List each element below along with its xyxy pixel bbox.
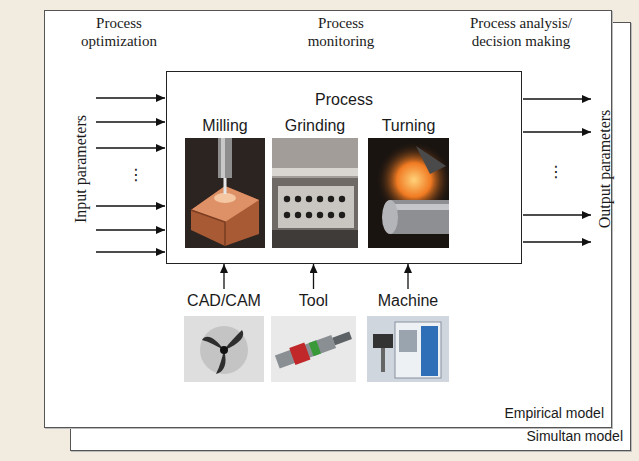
- drawing-part: [272, 138, 358, 248]
- ellipsis: ⋮: [548, 162, 564, 182]
- drawing-part: [390, 200, 449, 234]
- drawing-part: [295, 212, 301, 218]
- drawing-part: [523, 241, 591, 242]
- process-photo: Turning: [368, 114, 449, 248]
- drawing-part: [200, 326, 248, 374]
- source-name: Tool: [299, 291, 328, 310]
- axis-label: Output parameters: [595, 69, 615, 269]
- drawing-part: [96, 229, 165, 230]
- drawing-part: [284, 212, 290, 218]
- drawing-part: [523, 214, 591, 215]
- ellipsis: ⋮: [128, 165, 144, 185]
- connector-arrow: [313, 264, 314, 289]
- drawing-part: [317, 212, 323, 218]
- cad-model-image: [184, 316, 264, 382]
- drawing-part: [289, 343, 310, 365]
- drawing-part: [96, 121, 165, 122]
- drawing-part: [275, 335, 336, 369]
- process-photo: Grinding: [272, 114, 358, 248]
- drawing-part: [399, 330, 417, 352]
- stage-label: Process optimization: [69, 14, 169, 50]
- axis-label: Input parameters: [71, 69, 91, 269]
- drawing-part: [185, 138, 265, 248]
- drawing-part: [367, 316, 449, 382]
- source-name: CAD/CAM: [187, 291, 261, 310]
- drawing-part: [306, 196, 312, 202]
- drawing-part: [96, 147, 165, 148]
- process-title: Process: [315, 90, 373, 109]
- empirical-model-frame: Empirical model ProcessMilling Grinding T…: [44, 10, 612, 428]
- input-source: Machine: [367, 289, 449, 382]
- drawing-part: [284, 196, 345, 218]
- drawing-part: [96, 205, 165, 206]
- connector-arrow: [223, 264, 224, 289]
- connector-arrow: [407, 264, 408, 289]
- drawing-part: [96, 97, 165, 98]
- drawing-part: [274, 327, 353, 371]
- drawing-part: [395, 322, 441, 378]
- drawing-part: [382, 200, 398, 234]
- model-name: Simultan model: [527, 428, 624, 445]
- drawing-part: [328, 196, 334, 202]
- drawing-part: [272, 230, 358, 248]
- drawing-part: [218, 138, 232, 178]
- process-name: Turning: [382, 116, 436, 135]
- drawing-part: [220, 346, 228, 354]
- drawing-part: [96, 251, 165, 252]
- drawing-part: [214, 193, 236, 203]
- drawing-part: [224, 178, 227, 194]
- drawing-part: [339, 196, 345, 202]
- drawing-part: [373, 334, 393, 348]
- process-photo: Milling: [185, 114, 265, 248]
- drawing-part: [317, 196, 323, 202]
- stage-label: Process analysis/ decision making: [456, 14, 586, 50]
- tool-image: [271, 316, 356, 382]
- grinding-photo: [272, 138, 358, 248]
- drawing-part: [332, 332, 352, 346]
- process-name: Milling: [202, 116, 247, 135]
- drawing-part: [202, 330, 243, 374]
- turning-photo: [368, 138, 449, 248]
- stage-label: Process monitoring: [291, 14, 391, 50]
- drawing-part: [421, 326, 438, 376]
- milling-photo: [185, 138, 265, 248]
- drawing-part: [271, 316, 356, 382]
- drawing-part: [328, 212, 334, 218]
- source-name: Machine: [378, 291, 438, 310]
- drawing-part: [381, 348, 385, 372]
- drawing-part: [191, 210, 225, 246]
- drawing-part: [278, 186, 354, 228]
- drawing-part: [309, 340, 321, 356]
- input-source: CAD/CAM: [184, 289, 264, 382]
- drawing-part: [523, 98, 591, 99]
- drawing-part: [221, 138, 225, 178]
- machine-image: [367, 316, 449, 382]
- drawing-part: [306, 212, 312, 218]
- drawing-part: [184, 316, 264, 382]
- drawing-part: [416, 146, 446, 174]
- drawing-part: [390, 204, 449, 210]
- process-name: Grinding: [285, 116, 345, 135]
- drawing-part: [224, 330, 243, 350]
- input-source: Tool: [271, 289, 356, 382]
- drawing-part: [272, 138, 358, 178]
- drawing-part: [523, 131, 591, 132]
- drawing-part: [295, 196, 301, 202]
- drawing-part: [191, 186, 259, 246]
- drawing-part: [272, 168, 358, 176]
- drawing-part: [284, 196, 290, 202]
- process-box: ProcessMilling Grinding Turning: [166, 71, 522, 264]
- model-name: Empirical model: [504, 405, 604, 422]
- drawing-part: [339, 212, 345, 218]
